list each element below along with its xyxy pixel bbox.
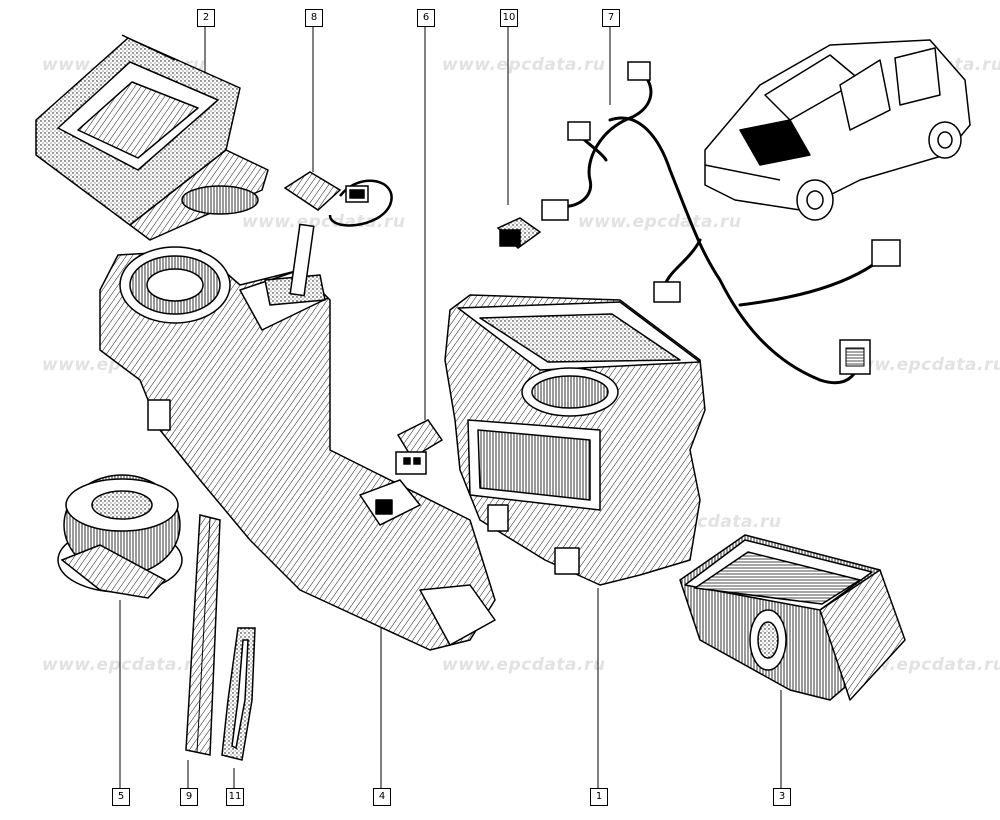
callout-2[interactable]: 2	[197, 9, 215, 27]
callout-4[interactable]: 4	[373, 788, 391, 806]
watermark: www.epcdata.ru	[842, 355, 1000, 375]
part-5-blower-motor	[57, 474, 183, 599]
leader-lines	[119, 26, 782, 788]
part-2-distribution-housing	[35, 34, 269, 241]
part-10-connector	[496, 217, 542, 249]
callout-6[interactable]: 6	[417, 9, 435, 27]
callout-7[interactable]: 7	[602, 9, 620, 27]
part-9-pollen-filter	[185, 514, 221, 756]
part-7-wiring-harness	[541, 61, 901, 385]
part-8-resistor	[283, 171, 393, 227]
part-4-heater-duct	[99, 223, 496, 651]
callout-5[interactable]: 5	[112, 788, 130, 806]
watermark: www.epcdata.ru	[242, 212, 406, 232]
watermark: www.epcdata.ru	[578, 212, 742, 232]
watermark: www.epcdata.ru	[42, 655, 206, 675]
watermark: www.epcdata.ru	[442, 55, 606, 75]
part-6-switch	[395, 419, 444, 475]
callout-3[interactable]: 3	[773, 788, 791, 806]
vehicle-illustration	[704, 39, 971, 221]
watermark: www.epcdata.ru	[442, 655, 606, 675]
part-11-seal	[221, 627, 256, 761]
callout-1[interactable]: 1	[590, 788, 608, 806]
part-3-heater-matrix	[679, 534, 906, 701]
callout-10[interactable]: 10	[500, 9, 518, 27]
callout-8[interactable]: 8	[305, 9, 323, 27]
callout-11[interactable]: 11	[226, 788, 244, 806]
part-1-heater-unit	[444, 294, 706, 586]
callout-9[interactable]: 9	[180, 788, 198, 806]
